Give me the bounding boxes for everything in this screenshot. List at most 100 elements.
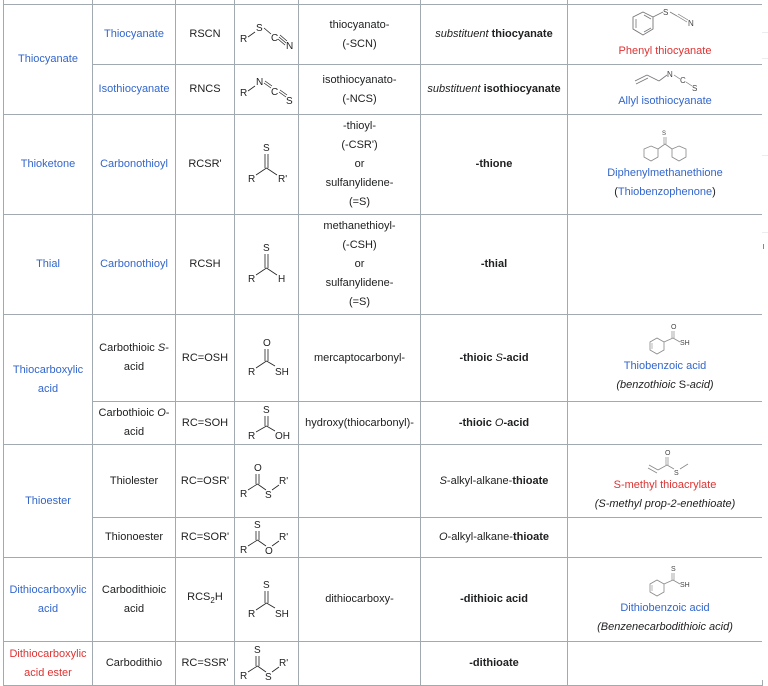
functional-groups-table: Thiocyanate Thiocyanate RSCN R S C N thi… [3, 0, 763, 686]
example-link-dithiobenzoic-acid[interactable]: Dithiobenzoic acid [620, 601, 710, 614]
svg-text:OH: OH [275, 431, 290, 442]
example-cell: S N Phenyl thiocyanate [567, 4, 763, 65]
isothiocyanate-structure-icon: R N C S [240, 77, 293, 106]
group-link-carbonothioyl[interactable]: Carbonothioyl [100, 258, 168, 270]
svg-text:SH: SH [275, 367, 289, 378]
example-cell: S SH Dithiobenzoic acid (Benzenecarbodit… [567, 557, 763, 642]
group-name: -acid [123, 407, 170, 438]
class-link-thial[interactable]: Thial [36, 258, 60, 270]
class-link-thioester[interactable]: Thioester [25, 494, 71, 507]
example-link-thiobenzoic-acid[interactable]: Thiobenzoic acid [623, 360, 707, 372]
svg-text:S: S [663, 8, 668, 17]
class-link-dithiocarboxylic-acid[interactable]: Dithiocarboxylic acid [9, 584, 86, 615]
edge-mark [763, 244, 767, 249]
group-name: Carbothioic [99, 342, 158, 354]
prefix-line: sulfanylidene- [325, 177, 394, 189]
example-link-allyl-isothiocyanate[interactable]: Allyl isothiocyanate [618, 95, 712, 107]
svg-text:S: S [662, 131, 666, 137]
prefix: dithiocarboxy- [298, 557, 421, 642]
prefix [298, 641, 421, 686]
example-cell: N C S Allyl isothiocyanate [567, 64, 763, 115]
table-row: Thiocyanate Thiocyanate RSCN R S C N thi… [3, 4, 763, 115]
divider [762, 155, 768, 156]
group-link-thiocyanate[interactable]: Thiocyanate [104, 28, 164, 40]
prefix-line: or [354, 158, 365, 170]
thiobenzophenone-structure-icon: S [643, 131, 687, 161]
class-line: acid [37, 602, 59, 615]
table-row: Isothiocyanate RNCS R N C S isothiocyana… [4, 64, 763, 115]
svg-text:R: R [248, 609, 255, 620]
example-link-diphenylmethanethione[interactable]: Diphenylmethanethione [607, 166, 723, 179]
class-link-thiocyanate[interactable]: Thiocyanate [18, 53, 78, 65]
example-cell: S Diphenylmethanethione (Thiobenzophenon… [567, 114, 763, 215]
class-line: Dithiocarboxylic [9, 583, 87, 596]
table-row: Thiocarboxylic acid Carbothioic S-acid R… [3, 314, 763, 445]
group-name: Carbodithio [92, 641, 176, 686]
class-link-thioketone[interactable]: Thioketone [20, 158, 76, 170]
example-link-thiobenzophenone[interactable]: Thiobenzophenone [617, 185, 713, 198]
formula: RNCS [175, 64, 235, 115]
suffix: -acid [502, 351, 529, 364]
svg-text:R': R' [278, 174, 287, 185]
page-edge [762, 0, 768, 680]
prefix-line: -thioyl- [342, 120, 376, 132]
prefix-line: methanethioyl- [323, 220, 396, 232]
prefix-line: (=S) [348, 296, 371, 308]
svg-text:S: S [265, 672, 272, 683]
prefix: hydroxy(thiocarbonyl)- [298, 401, 421, 445]
prefix-line: isothiocyanato- [322, 73, 397, 86]
svg-text:N: N [286, 41, 293, 52]
suffix: -alkyl-alkane- [446, 474, 513, 487]
svg-text:R: R [248, 174, 255, 185]
prefix-line: (-CSR') [341, 139, 378, 151]
formula: RCSH [175, 214, 235, 315]
thiocyanate-structure-icon: R S C N [240, 23, 293, 52]
example-cell: O SH Thiobenzoic acid (benzothioic S-aci… [567, 314, 763, 402]
prefix-line: (-CSH) [342, 239, 377, 251]
dithiobenzoic-acid-structure-icon: S SH [649, 566, 690, 596]
svg-text:R: R [240, 489, 247, 500]
svg-text:R: R [240, 671, 247, 682]
prefix-line: thiocyanato- [329, 18, 390, 31]
suffix: -thial [420, 214, 568, 315]
paren: ) [712, 185, 716, 198]
prefix-line: sulfanylidene- [325, 277, 394, 289]
class-link-thiocarboxylic-acid[interactable]: Thiocarboxylic acid [12, 363, 84, 395]
phenyl-thiocyanate-structure-icon: S N [632, 8, 694, 36]
divider [762, 232, 768, 233]
svg-text:S: S [692, 84, 697, 92]
example-alt-name: (benzothioic [616, 379, 679, 391]
group-name-italic: O [157, 407, 166, 419]
svg-text:S: S [265, 490, 272, 501]
group-name: Thiolester [92, 444, 176, 518]
thioketone-structure-icon: S R R' [248, 143, 287, 185]
formula: RC=OSH [175, 314, 235, 402]
svg-text:S: S [263, 143, 270, 154]
group-link-isothiocyanate[interactable]: Isothiocyanate [98, 83, 170, 95]
suffix-bold: isothiocyanate [483, 83, 561, 95]
example-link-phenyl-thiocyanate[interactable]: Phenyl thiocyanate [618, 45, 712, 57]
suffix: -dithioate [420, 641, 568, 686]
suffix: -thione [420, 114, 568, 215]
suffix-bold: thiocyanate [491, 28, 553, 40]
suffix: -alkyl-alkane- [447, 531, 513, 543]
svg-text:O: O [671, 324, 677, 331]
formula: RC=SOR' [175, 517, 235, 558]
example-link-s-methyl-thioacrylate[interactable]: S-methyl thioacrylate [613, 479, 717, 491]
divider [762, 32, 768, 33]
svg-text:R: R [248, 367, 255, 378]
group-link-carbonothioyl[interactable]: Carbonothioyl [100, 158, 168, 170]
example-cell [567, 517, 763, 558]
